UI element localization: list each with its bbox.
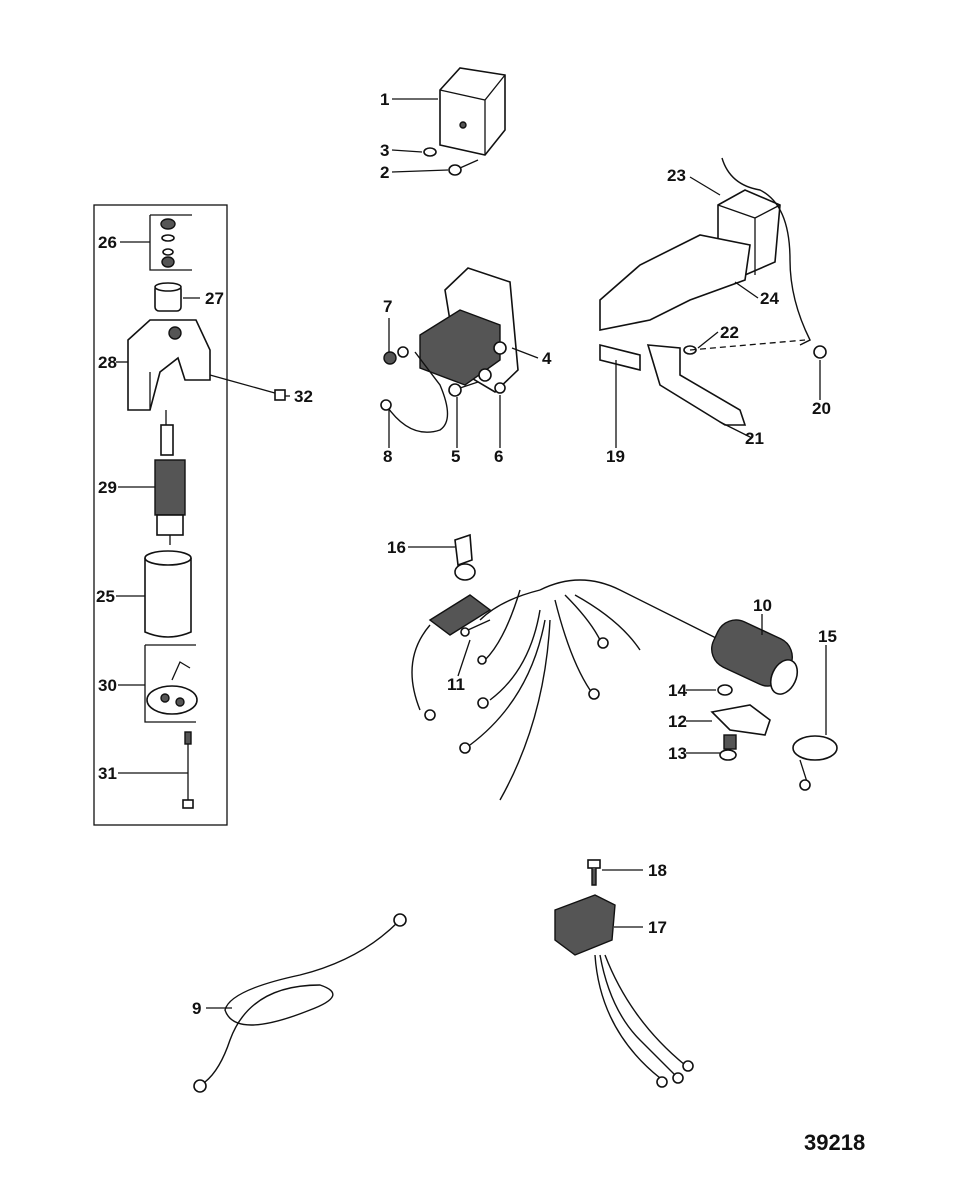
part-11-screw bbox=[460, 619, 491, 637]
callout-32: 32 bbox=[294, 387, 313, 406]
part-29-armature bbox=[154, 410, 186, 545]
part-9-battery-cable bbox=[193, 913, 407, 1093]
callout-26: 26 bbox=[98, 233, 117, 252]
callout-27: 27 bbox=[205, 289, 224, 308]
part-31-thru-bolt bbox=[182, 731, 194, 809]
part-24-bracket-plate bbox=[599, 234, 751, 331]
callout-16: 16 bbox=[387, 538, 406, 557]
part-16-clamp bbox=[454, 533, 476, 581]
callout-9: 9 bbox=[192, 999, 201, 1018]
part-10-wiring-harness bbox=[411, 579, 799, 801]
part-27-drive-gear bbox=[154, 282, 182, 312]
callout-1: 1 bbox=[380, 90, 389, 109]
callout-7: 7 bbox=[383, 297, 392, 316]
callout-25: 25 bbox=[96, 587, 115, 606]
part-25-frame-housing bbox=[144, 550, 192, 638]
part-1-mounting-box bbox=[439, 67, 506, 156]
callout-30: 30 bbox=[98, 676, 117, 695]
part-3-nut bbox=[423, 147, 437, 157]
callout-29: 29 bbox=[98, 478, 117, 497]
callout-18: 18 bbox=[648, 861, 667, 880]
part-17-switch-harness bbox=[554, 894, 694, 1088]
part-4-starter-solenoid bbox=[419, 267, 519, 393]
callout-4: 4 bbox=[542, 349, 552, 368]
leader-lines bbox=[116, 98, 827, 1009]
callout-3: 3 bbox=[380, 141, 389, 160]
part-19-pin bbox=[599, 343, 641, 372]
part-12-clip bbox=[710, 704, 771, 736]
figure-number: 39218 bbox=[804, 1130, 865, 1155]
callout-6: 6 bbox=[494, 447, 503, 466]
callout-14: 14 bbox=[668, 681, 687, 700]
part-30-brush-plate bbox=[146, 661, 198, 715]
starter-motor-assembly bbox=[93, 204, 286, 826]
part-32-thru-bolt bbox=[209, 374, 286, 401]
callout-13: 13 bbox=[668, 744, 687, 763]
callout-12: 12 bbox=[668, 712, 687, 731]
part-8-cable bbox=[380, 351, 449, 433]
part-28-end-cap bbox=[127, 319, 211, 411]
callout-labels: 1 2 3 4 5 6 7 8 9 10 11 12 13 14 15 16 1… bbox=[96, 90, 837, 1018]
part-18-screw bbox=[587, 859, 601, 886]
part-14-nut bbox=[717, 684, 733, 696]
callout-17: 17 bbox=[648, 918, 667, 937]
part-20-screw bbox=[813, 345, 827, 359]
callout-28: 28 bbox=[98, 353, 117, 372]
callout-10: 10 bbox=[753, 596, 772, 615]
part-5-screw bbox=[448, 381, 479, 397]
part-26-nut-washer-stack bbox=[160, 218, 176, 268]
callout-19: 19 bbox=[606, 447, 625, 466]
callout-21: 21 bbox=[745, 429, 764, 448]
part-15-clamp-ring bbox=[792, 735, 838, 791]
callout-11: 11 bbox=[447, 675, 465, 694]
part-13-screw bbox=[719, 734, 737, 761]
callout-8: 8 bbox=[383, 447, 392, 466]
part-7-nut bbox=[383, 346, 409, 365]
callout-24: 24 bbox=[760, 289, 779, 308]
callout-2: 2 bbox=[380, 163, 389, 182]
callout-5: 5 bbox=[451, 447, 460, 466]
callout-23: 23 bbox=[667, 166, 686, 185]
part-2-screw bbox=[448, 159, 479, 176]
callout-22: 22 bbox=[720, 323, 739, 342]
part-6-washer bbox=[494, 382, 506, 394]
part-21-arm bbox=[646, 344, 747, 426]
callout-20: 20 bbox=[812, 399, 831, 418]
callout-15: 15 bbox=[818, 627, 837, 646]
callout-31: 31 bbox=[98, 764, 117, 783]
starter-group-frame bbox=[93, 204, 228, 826]
